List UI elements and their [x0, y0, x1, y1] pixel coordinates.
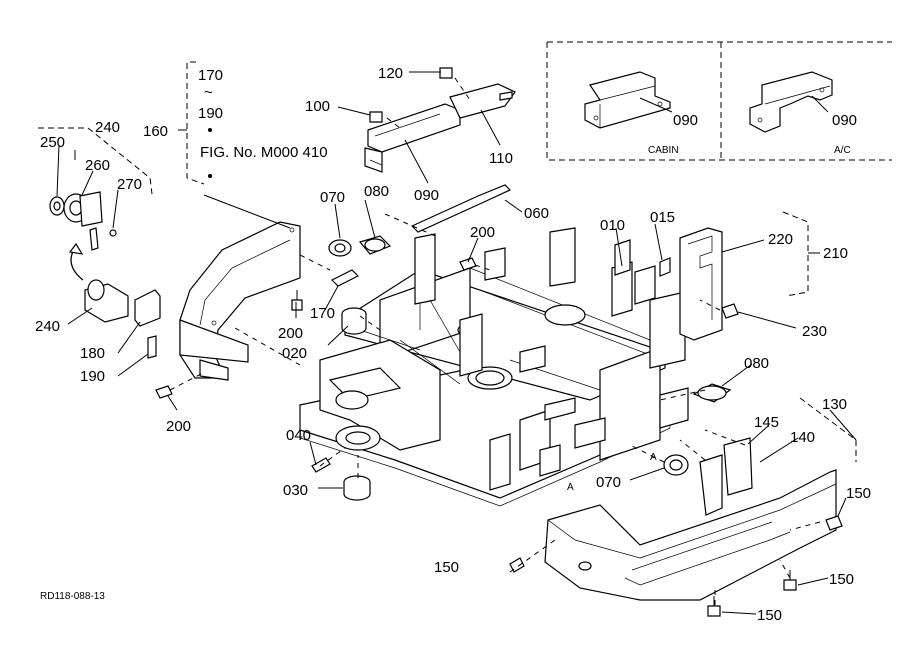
rubber-mount-drawing	[328, 235, 392, 257]
callout-170: 170	[310, 305, 335, 322]
leader-lines	[56, 71, 857, 615]
svg-text:A: A	[650, 452, 657, 463]
callout-080-top: 080	[364, 183, 389, 200]
callout-010: 010	[600, 217, 625, 234]
lock-assembly-drawing	[49, 191, 161, 359]
range-end-label: 190	[198, 105, 223, 122]
right-plates-drawing	[614, 227, 723, 341]
callout-070-top: 070	[320, 189, 345, 206]
counterweight-drawing	[544, 437, 837, 601]
inset-ac-label: A/C	[834, 145, 851, 156]
callout-040: 040	[286, 427, 311, 444]
side-cover-drawing	[179, 221, 301, 381]
group-bracket-210	[782, 211, 820, 297]
callout-145: 145	[754, 414, 779, 431]
callout-150-bottom: 150	[757, 607, 782, 624]
callout-200-mid: 200	[278, 325, 303, 342]
callout-250: 250	[40, 134, 65, 151]
callout-150-left: 150	[434, 559, 459, 576]
hose-060-drawing	[410, 184, 512, 233]
callout-160: 160	[143, 123, 168, 140]
callout-190: 190	[80, 368, 105, 385]
callout-090-ac: 090	[832, 112, 857, 129]
inset-cabin-label: CABIN	[648, 145, 679, 156]
assembly-guides	[169, 77, 821, 605]
callout-240-left: 240	[35, 318, 60, 335]
callout-070-bottom: 070	[596, 474, 621, 491]
callout-200-left: 200	[166, 418, 191, 435]
callout-090-main: 090	[414, 187, 439, 204]
group-bracket-240	[38, 127, 153, 195]
svg-text:A: A	[567, 482, 574, 493]
range-tilde: ~	[204, 84, 213, 101]
a-markers: A A	[567, 452, 657, 493]
callout-150-right-mid: 150	[829, 571, 854, 588]
callout-140: 140	[790, 429, 815, 446]
group-bracket-160	[178, 61, 205, 185]
range-dot	[208, 128, 212, 132]
fig-reference-label: FIG. No. M000 410	[200, 144, 328, 161]
fig-dot	[208, 174, 212, 178]
callout-080-right: 080	[744, 355, 769, 372]
callout-060: 060	[524, 205, 549, 222]
cabin-bracket-drawing	[584, 71, 673, 129]
callout-220: 220	[768, 231, 793, 248]
callout-260: 260	[85, 157, 110, 174]
range-start-label: 170	[198, 67, 223, 84]
inset-box	[546, 41, 892, 161]
callout-270: 270	[117, 176, 142, 193]
bushing-drawing	[341, 307, 371, 501]
bolts-drawing	[155, 67, 739, 473]
callout-100: 100	[305, 98, 330, 115]
top-bracket-drawing	[364, 83, 516, 173]
pin-170-drawing	[330, 269, 360, 287]
right-bushings-drawing	[663, 383, 732, 476]
drawing-code: RD118-088-13	[40, 591, 105, 602]
callout-210: 210	[823, 245, 848, 262]
main-frame-drawing	[299, 227, 689, 507]
callout-020: 020	[282, 345, 307, 362]
reference-texts: 170 ~ 190 FIG. No. M000 410 CABIN A/C RD…	[40, 67, 851, 602]
ac-bracket-drawing	[749, 71, 833, 133]
callout-180: 180	[80, 345, 105, 362]
callout-015: 015	[650, 209, 675, 226]
callout-110: 110	[489, 150, 513, 167]
callout-090-cabin: 090	[673, 112, 698, 129]
callout-150-right-top: 150	[846, 485, 871, 502]
callout-120: 120	[378, 65, 403, 82]
callout-200-top: 200	[470, 224, 495, 241]
callout-130: 130	[822, 396, 847, 413]
counterweight-bolts-drawing	[509, 515, 843, 617]
callout-230: 230	[802, 323, 827, 340]
callout-030: 030	[283, 482, 308, 499]
part-callouts: 120 100 110 090 090 090 160 070 080 060 …	[35, 65, 871, 624]
callout-240-top: 240	[95, 119, 120, 136]
